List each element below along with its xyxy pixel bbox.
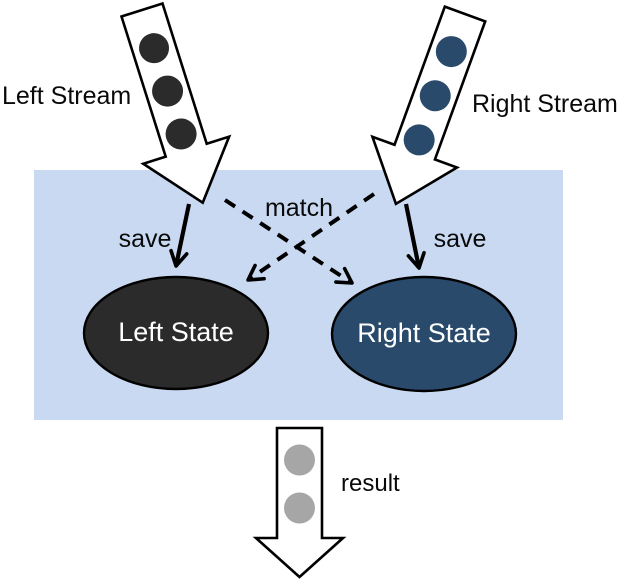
right-save-label: save	[433, 225, 487, 253]
left-stream-event-dot	[152, 75, 184, 107]
right-save-arrow	[403, 203, 426, 270]
right-stream-event-dot	[403, 124, 435, 156]
match-arrow-right-to-left	[246, 192, 376, 282]
left-stream-arrow	[119, 1, 232, 205]
match-arrow-left-to-right	[223, 198, 354, 285]
left-save-label: save	[118, 225, 172, 253]
result-label: result	[341, 470, 400, 497]
right-stream-event-dot	[435, 36, 467, 68]
result-event-dot	[284, 444, 315, 476]
left-state-ellipse	[82, 275, 270, 391]
right-stream-label: Right Stream	[472, 90, 618, 118]
left-stream-label: Left Stream	[2, 82, 132, 110]
left-save-arrow	[169, 203, 192, 268]
left-state-label: Left State	[118, 317, 234, 347]
right-stream-event-dot	[419, 80, 451, 112]
match-label: match	[264, 194, 334, 222]
right-stream-arrow	[370, 4, 487, 206]
left-stream-event-dot	[139, 33, 170, 64]
left-stream-event-dot	[165, 118, 197, 150]
right-state-ellipse	[330, 275, 518, 393]
result-arrow	[252, 426, 347, 579]
right-state-label: Right State	[357, 318, 491, 348]
result-event-dot	[284, 492, 315, 524]
